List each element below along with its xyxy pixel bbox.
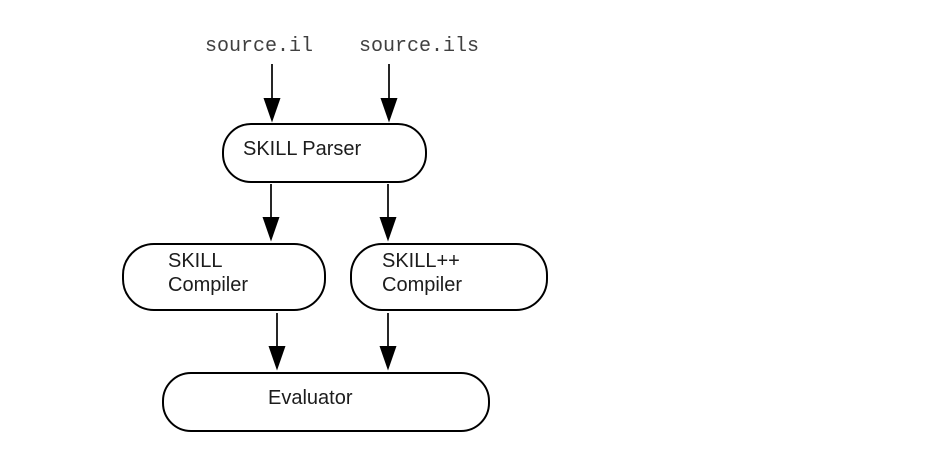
node-label-line2: Compiler <box>382 274 463 296</box>
arrow-down-icon-source-il-to-parser <box>263 64 281 123</box>
arrow-down-icon-skill-compiler-to-evaluator <box>268 313 286 371</box>
source-il-label: source.il <box>205 35 314 58</box>
node-label-line1: SKILL++ <box>382 250 460 272</box>
arrow-down-icon-parser-to-skillpp-compiler <box>379 184 397 242</box>
node-skillpp-compiler: SKILL++Compiler <box>350 243 548 311</box>
node-label-line1: SKILL <box>168 250 223 272</box>
node-label: SKILL Parser <box>243 138 362 160</box>
node-evaluator: Evaluator <box>162 372 490 432</box>
node-skill-parser: SKILL Parser <box>222 123 427 183</box>
node-label: Evaluator <box>268 387 353 409</box>
node-label-line2: Compiler <box>168 274 249 296</box>
arrow-down-icon-source-ils-to-parser <box>380 64 398 123</box>
source-ils-label: source.ils <box>359 35 480 58</box>
node-label: SKILL++Compiler <box>382 249 462 297</box>
arrow-down-icon-parser-to-skill-compiler <box>262 184 280 242</box>
arrow-down-icon-skillpp-compiler-to-evaluator <box>379 313 397 371</box>
